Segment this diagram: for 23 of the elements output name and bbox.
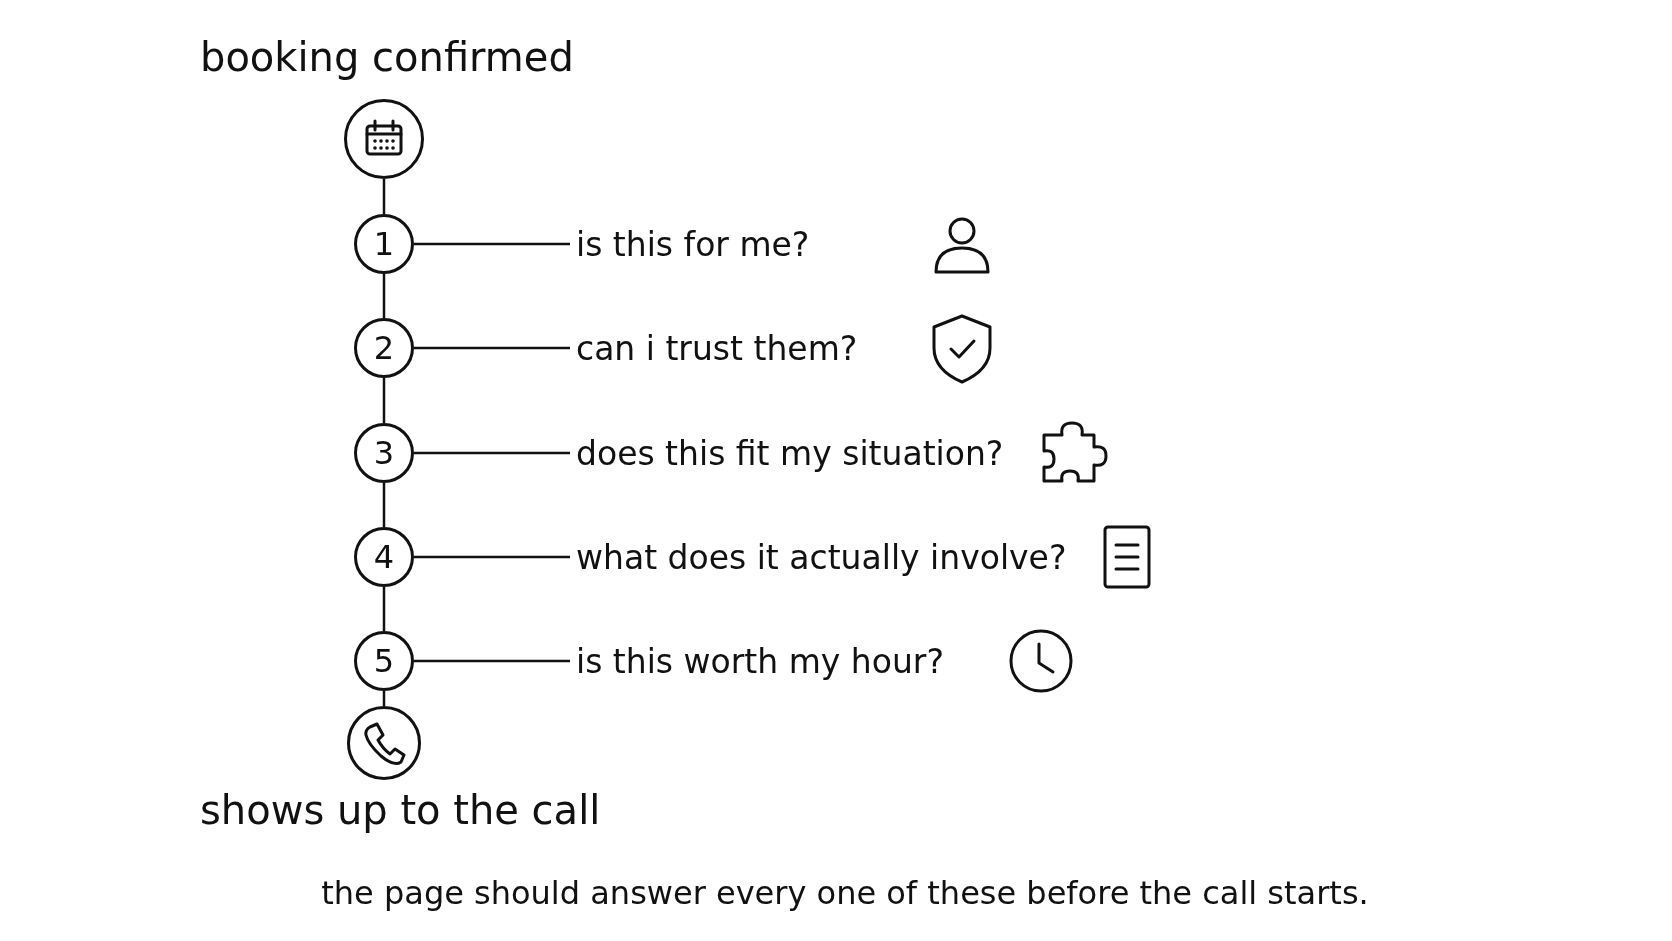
step-number-circle: 5 bbox=[354, 631, 414, 691]
question-text: what does it actually involve? bbox=[576, 537, 1067, 577]
milestone-heading: shows up to the call bbox=[200, 787, 601, 833]
connector-line bbox=[414, 346, 570, 350]
timeline-line bbox=[382, 378, 386, 423]
step-number-circle: 2 bbox=[354, 318, 414, 378]
step-number-circle: 3 bbox=[354, 423, 414, 483]
timeline-line bbox=[382, 274, 386, 318]
connector-line bbox=[414, 242, 570, 246]
milestone-heading: booking confirmed bbox=[200, 34, 574, 80]
question-text: is this worth my hour? bbox=[576, 641, 944, 681]
timeline-line bbox=[382, 179, 386, 214]
question-text: is this for me? bbox=[576, 224, 810, 264]
timeline-line bbox=[382, 587, 386, 631]
connector-line bbox=[414, 659, 570, 663]
connector-line bbox=[414, 555, 570, 559]
question-text: can i trust them? bbox=[576, 328, 858, 368]
step-number-circle: 4 bbox=[354, 527, 414, 587]
connector-line bbox=[414, 451, 570, 455]
step-number-circle: 1 bbox=[354, 214, 414, 274]
caption: the page should answer every one of these before the call starts. bbox=[321, 874, 1369, 912]
question-text: does this fit my situation? bbox=[576, 433, 1004, 473]
timeline-line bbox=[382, 483, 386, 527]
